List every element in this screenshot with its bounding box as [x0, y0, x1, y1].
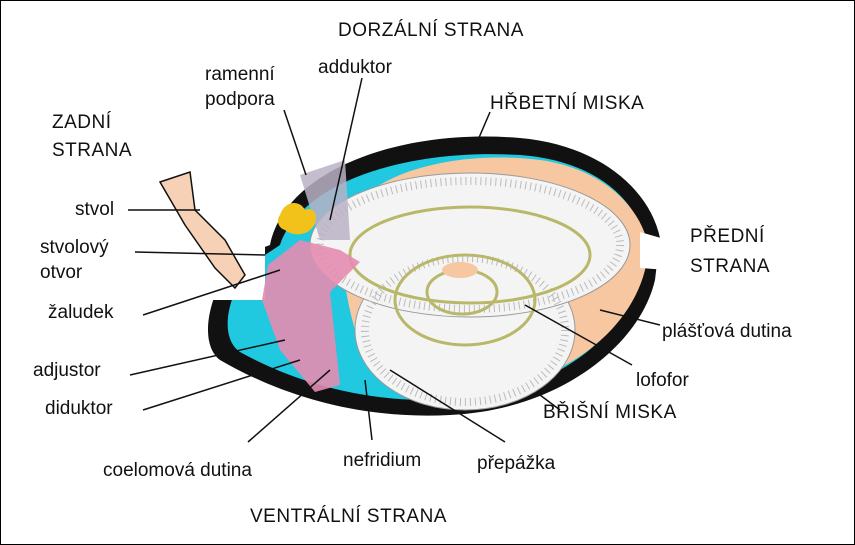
shoulder-support-label-1: ramenní — [205, 64, 275, 86]
posterior-side-label-2: STRANA — [52, 140, 132, 162]
nephridium-label: nefridium — [343, 450, 421, 472]
dorsal-side-label: DORZÁLNÍ STRANA — [338, 20, 524, 42]
stalk-opening-label-2: otvor — [40, 262, 82, 284]
stomach-label: žaludek — [48, 302, 114, 324]
stalk-label: stvol — [75, 199, 114, 221]
shoulder-support-label-2: podpora — [205, 89, 275, 111]
ventral-side-label: VENTRÁLNÍ STRANA — [250, 506, 447, 528]
stalk-opening-label-1: stvolový — [40, 237, 109, 259]
anterior-side-label-1: PŘEDNÍ — [690, 226, 765, 248]
septum-label: přepážka — [477, 453, 555, 475]
adjustor-label: adjustor — [33, 360, 101, 382]
anterior-side-label-2: STRANA — [690, 256, 770, 278]
posterior-side-label-1: ZADNÍ — [52, 112, 112, 134]
lophophore-label: lofofor — [636, 370, 689, 392]
ventral-valve-label: BŘIŠNÍ MISKA — [543, 402, 677, 424]
dorsal-valve-label: HŘBETNÍ MISKA — [490, 93, 644, 115]
coelom-label: coelomová dutina — [103, 460, 252, 482]
anterior-gape — [640, 232, 668, 270]
stalk-shape — [160, 172, 245, 288]
diductor-label: diduktor — [45, 398, 113, 420]
adductor-label: adduktor — [318, 57, 392, 79]
mantle-cavity-label: plášťová dutina — [662, 321, 792, 343]
